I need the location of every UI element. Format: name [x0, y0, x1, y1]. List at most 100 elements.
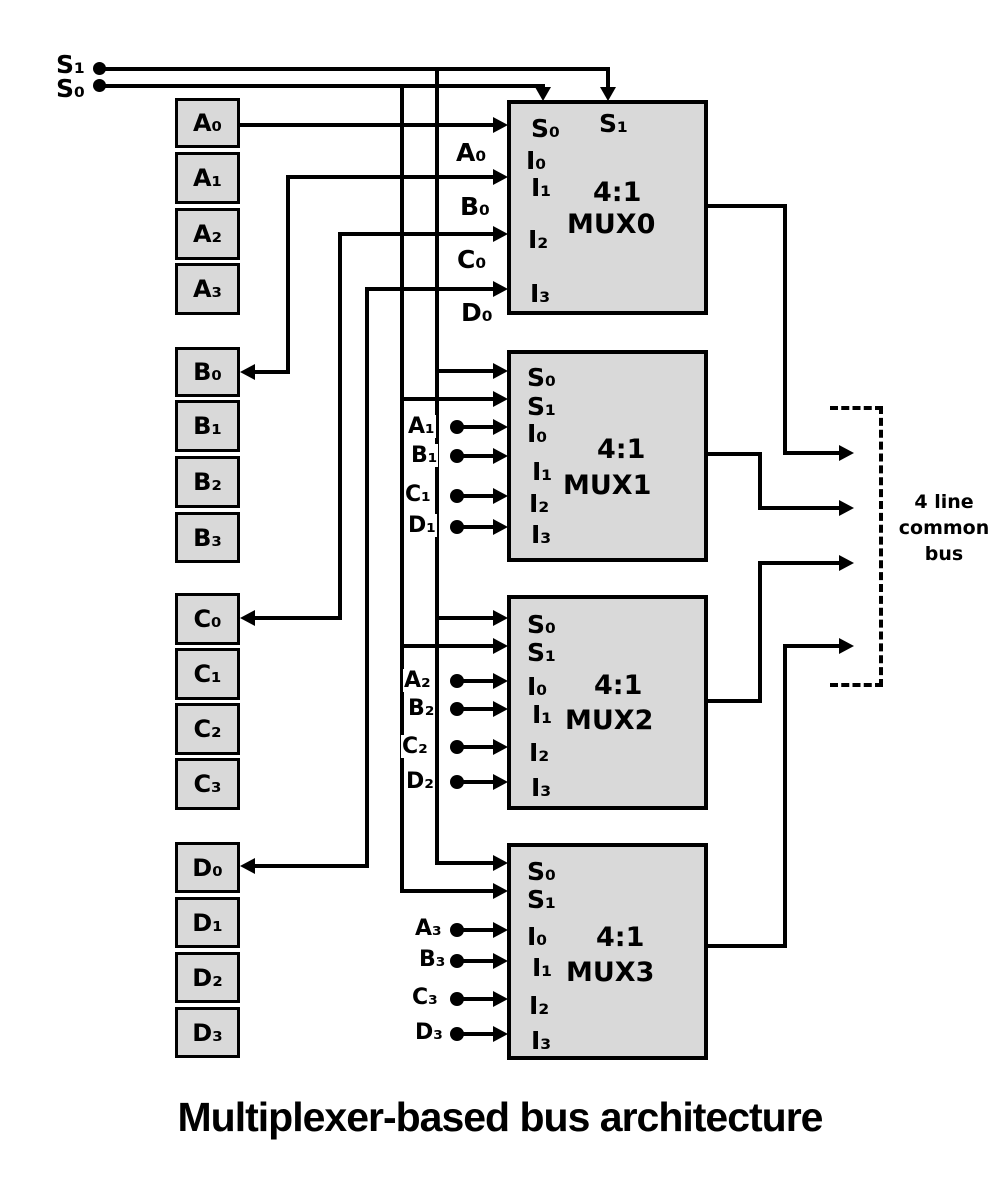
register-cell-label: D₀: [192, 853, 223, 882]
mux3-i3-stub-wire: [457, 1032, 495, 1036]
mux2-i0-stub-wire: [457, 679, 495, 683]
mux0-input-label-d0: D₀: [461, 298, 493, 327]
mux1-s1-arrow-icon: [493, 391, 508, 407]
mux1-port-s0: S₀: [527, 363, 556, 392]
register-cell-label: B₀: [193, 358, 222, 386]
mux3-box: S₀ S₁ I₀ I₁ I₂ I₃ 4:1 MUX3: [507, 843, 708, 1060]
mux1-box: S₀ S₁ I₀ I₁ I₂ I₃ 4:1 MUX1: [507, 350, 708, 562]
mux2-i0-arrow-icon: [493, 673, 508, 689]
mux0-port-i1: I₁: [531, 173, 552, 202]
register-cell-c2: C₂: [175, 703, 240, 755]
mux0-ratio-label: 4:1: [593, 177, 642, 208]
mux1-port-i2: I₂: [529, 489, 550, 518]
mux1-input-label-c1: C₁: [404, 482, 432, 507]
register-cell-c1: C₁: [175, 648, 240, 700]
mux1-port-i1: I₁: [532, 457, 553, 486]
mux2-s0-feed-wire: [435, 616, 495, 620]
mux0-bus-arrow-icon: [839, 445, 854, 461]
register-cell-a1: A₁: [175, 152, 240, 204]
s1-select-line: [99, 67, 610, 71]
mux2-i2-arrow-icon: [493, 739, 508, 755]
mux0-name-label: MUX0: [567, 209, 656, 240]
bus-bracket-top: [830, 406, 883, 410]
mux1-i3-arrow-icon: [493, 519, 508, 535]
mux1-port-i3: I₃: [531, 520, 552, 549]
mux0-input-label-b0: B₀: [460, 192, 491, 221]
mux3-port-i3: I₃: [531, 1026, 552, 1055]
register-cell-a2: A₂: [175, 208, 240, 260]
mux1-output-wire: [707, 452, 762, 456]
b0-register-wire: [252, 370, 290, 374]
mux1-port-s1: S₁: [527, 392, 556, 421]
mux1-i2-stub-wire: [457, 494, 495, 498]
register-cell-d3: D₃: [175, 1007, 240, 1058]
mux3-port-s1: S₁: [527, 885, 556, 914]
mux2-i3-stub-wire: [457, 780, 495, 784]
mux2-i1-stub-wire: [457, 707, 495, 711]
register-cell-label: B₁: [193, 412, 222, 440]
mux0-input-label-a0: A₀: [456, 138, 487, 167]
c0-to-mux0-wire: [338, 232, 495, 236]
mux0-s0-arrow-icon: [535, 87, 551, 101]
mux0-i2-arrow-icon: [493, 226, 508, 242]
mux3-port-i2: I₂: [529, 991, 550, 1020]
register-cell-label: B₂: [193, 468, 222, 496]
mux2-s0-arrow-icon: [493, 610, 508, 626]
mux3-bus-arrow-icon: [839, 638, 854, 654]
s0-trunk-wire: [400, 84, 404, 893]
mux1-bus-arrow-icon: [839, 500, 854, 516]
s0-select-line: [99, 84, 545, 88]
mux1-output-riser: [758, 452, 762, 510]
mux1-i0-arrow-icon: [493, 419, 508, 435]
mux3-i2-arrow-icon: [493, 991, 508, 1007]
register-cell-label: C₀: [193, 605, 222, 633]
c0-register-wire: [252, 616, 342, 620]
mux2-s1-arrow-icon: [493, 638, 508, 654]
mux3-port-s0: S₀: [527, 857, 556, 886]
bus-bracket-bottom: [830, 683, 883, 687]
register-cell-label: A₂: [192, 220, 223, 248]
mux1-name-label: MUX1: [563, 470, 652, 501]
mux0-port-s1: S₁: [599, 109, 628, 138]
mux2-s1-feed-wire: [400, 644, 495, 648]
mux0-bus-wire: [783, 451, 841, 455]
mux0-input-label-c0: C₀: [457, 245, 487, 274]
mux3-port-i1: I₁: [532, 953, 553, 982]
mux3-input-label-c3: C₃: [411, 985, 439, 1010]
mux3-s1-arrow-icon: [493, 883, 508, 899]
register-cell-label: A₀: [192, 109, 223, 137]
mux1-s1-feed-wire: [400, 397, 495, 401]
mux0-s1-drop-wire: [606, 67, 610, 92]
mux2-name-label: MUX2: [565, 705, 654, 736]
register-cell-a0: A₀: [175, 98, 240, 148]
mux3-bus-wire: [783, 644, 841, 648]
mux0-i0-arrow-icon: [493, 117, 508, 133]
mux2-input-label-c2: C₂: [401, 734, 429, 759]
register-cell-a3: A₃: [175, 263, 240, 315]
diagram-title: Multiplexer-based bus architecture: [177, 1094, 824, 1140]
mux0-i3-arrow-icon: [493, 281, 508, 297]
mux2-input-label-d2: D₂: [405, 769, 435, 794]
b0-to-mux0-wire: [286, 175, 495, 179]
d0-to-mux0-wire: [365, 287, 495, 291]
mux0-port-i2: I₂: [528, 225, 549, 254]
mux2-output-wire: [707, 699, 762, 703]
mux2-i3-arrow-icon: [493, 774, 508, 790]
mux1-i1-stub-wire: [457, 454, 495, 458]
bus-label: 4 line common bus: [894, 489, 994, 567]
mux0-port-i3: I₃: [530, 279, 551, 308]
register-cell-c3: C₃: [175, 758, 240, 810]
mux0-port-s0: S₀: [531, 114, 560, 143]
mux0-output-riser: [783, 204, 787, 455]
b0-register-arrow-icon: [240, 364, 255, 380]
mux3-ratio-label: 4:1: [596, 922, 645, 953]
register-cell-label: D₂: [192, 963, 223, 992]
mux0-output-wire: [707, 204, 787, 208]
mux0-i1-arrow-icon: [493, 169, 508, 185]
register-cell-label: C₂: [193, 715, 222, 743]
select-s0-label: S₀: [56, 74, 85, 103]
mux1-bus-wire: [758, 506, 841, 510]
mux3-i0-arrow-icon: [493, 922, 508, 938]
c0-register-arrow-icon: [240, 610, 255, 626]
mux2-bus-wire: [758, 561, 841, 565]
